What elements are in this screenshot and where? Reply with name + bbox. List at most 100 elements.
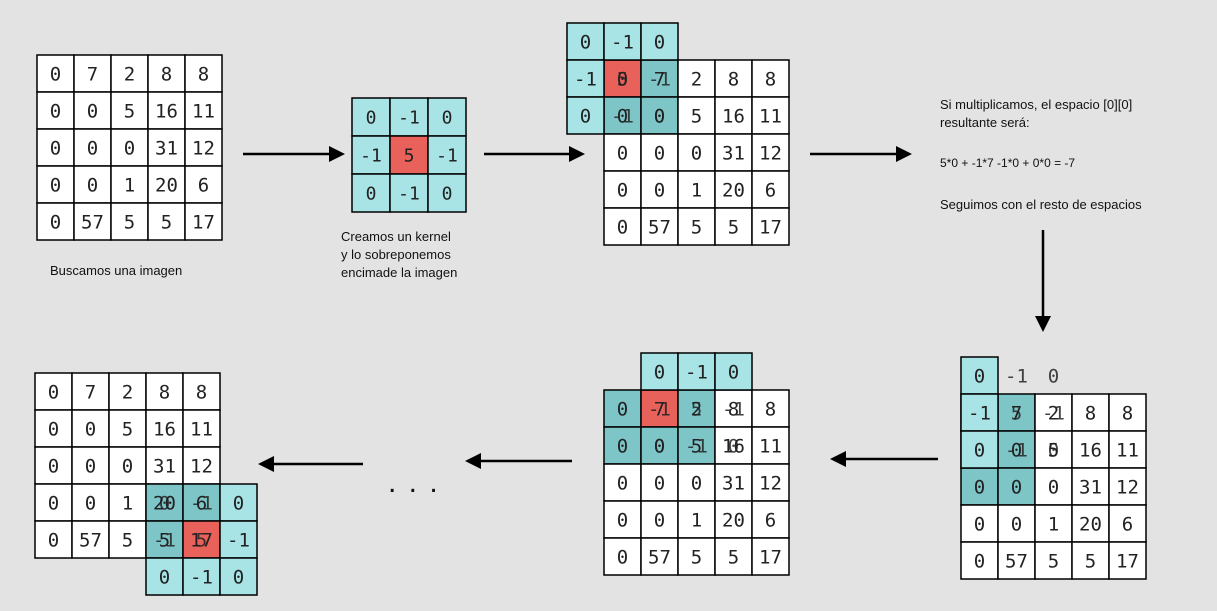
kernel-cell: -1	[574, 68, 597, 90]
matrix-cell: 20	[153, 492, 176, 514]
matrix-cell: 8	[161, 63, 172, 85]
kernel-cell: -1	[398, 183, 420, 204]
kernel-overlay-value: 0	[654, 435, 665, 457]
kernel-cell: -1	[190, 566, 213, 588]
matrix-cell: 5	[1048, 550, 1059, 572]
kernel-overlay-value: -1	[153, 529, 176, 551]
kernel-overlay-value: -1	[190, 492, 213, 514]
matrix-cell-box	[677, 463, 716, 502]
matrix-cell: 0	[1011, 513, 1022, 535]
kernel-cell-box	[182, 557, 221, 596]
kernel-overlay-value: 0	[654, 105, 665, 127]
matrix-cell-box	[108, 409, 147, 448]
matrix-cell: 57	[648, 546, 671, 568]
matrix-cell-box	[640, 426, 679, 465]
matrix-cell: 0	[617, 179, 628, 201]
matrix-cell-box	[1108, 393, 1147, 432]
matrix-cell-box	[751, 170, 790, 209]
matrix-cell: 12	[759, 142, 782, 164]
matrix-cell-box	[997, 504, 1036, 543]
matrix-cell-box	[603, 426, 642, 465]
matrix-cell: 0	[617, 216, 628, 238]
matrix-cell: 0	[48, 492, 59, 514]
matrix-cell: 7	[654, 68, 665, 90]
matrix-cell-box	[997, 430, 1036, 469]
matrix-cell-box	[145, 520, 184, 559]
matrix-cell: 5	[124, 100, 135, 122]
matrix-cell: 1	[124, 174, 135, 196]
matrix-cell: 11	[192, 100, 215, 122]
matrix-cell: 0	[1048, 476, 1059, 498]
matrix-cell: 0	[50, 174, 61, 196]
matrix-cell: 8	[728, 68, 739, 90]
matrix-cell: 16	[1079, 439, 1102, 461]
matrix-cell: 16	[722, 105, 745, 127]
arrow-5	[830, 451, 938, 467]
matrix-cell-box	[182, 372, 221, 411]
matrix-cell-box	[73, 165, 112, 204]
matrix-cell: 8	[1122, 402, 1133, 424]
matrix-cell-box	[36, 202, 75, 241]
matrix-cell: 0	[617, 509, 628, 531]
matrix-cell: 1	[691, 179, 702, 201]
matrix-cell: 2	[1048, 402, 1059, 424]
kernel-cell: -1	[227, 529, 250, 551]
matrix-cell: 57	[648, 216, 671, 238]
matrix-cell-box	[640, 170, 679, 209]
matrix-cell: 12	[192, 137, 215, 159]
kernel-cell: 5	[404, 145, 415, 166]
matrix-cell-box	[73, 202, 112, 241]
matrix-cell: 57	[1005, 550, 1028, 572]
matrix-cell: 0	[617, 398, 628, 420]
matrix-cell-box	[1108, 541, 1147, 580]
kernel-cell: 0	[233, 566, 244, 588]
matrix-cell: 16	[155, 100, 178, 122]
matrix-cell: 6	[196, 492, 207, 514]
kernel-cell-box	[566, 59, 605, 98]
kernel-cell: -1	[685, 361, 708, 383]
matrix-cell: 0	[48, 455, 59, 477]
matrix-cell: 5	[161, 211, 172, 233]
matrix-cell: 0	[50, 100, 61, 122]
kernel-overlay-value: 0	[728, 435, 739, 457]
matrix-cell: 31	[722, 142, 745, 164]
explanation-line2: resultante será:	[940, 115, 1030, 130]
matrix-cell-box	[184, 202, 223, 241]
matrix-cell: 0	[617, 105, 628, 127]
kernel-cell: 0	[974, 439, 985, 461]
matrix-cell: 5	[159, 529, 170, 551]
matrix-cell: 11	[1116, 439, 1139, 461]
matrix-cell-box	[751, 59, 790, 98]
kernel-cell-box	[640, 22, 679, 61]
matrix-cell: 0	[87, 137, 98, 159]
matrix-cell: 6	[1122, 513, 1133, 535]
matrix-cell: 5	[691, 546, 702, 568]
matrix-cell-box	[1108, 504, 1147, 543]
matrix-cell: 5	[728, 546, 739, 568]
matrix-cell: 2	[124, 63, 135, 85]
matrix-cell: 11	[759, 435, 782, 457]
kernel-cell: 0	[233, 492, 244, 514]
matrix-cell: 0	[617, 68, 628, 90]
kernel-cell-box	[960, 393, 999, 432]
arrow-2	[484, 146, 585, 162]
kernel-cell: 0	[974, 365, 985, 387]
matrix-cell: 0	[691, 472, 702, 494]
matrix-cell-box	[751, 463, 790, 502]
kernel-cell: -1	[436, 145, 458, 166]
matrix-cell-box	[677, 426, 716, 465]
kernel-cell-box	[389, 97, 429, 137]
matrix-cell: 0	[50, 137, 61, 159]
step2-caption-line2: y lo sobreponemos	[341, 247, 451, 262]
matrix-cell: 2	[122, 381, 133, 403]
kernel-cell-box	[714, 352, 753, 391]
kernel-overlay-value: -1	[722, 398, 745, 420]
matrix-cell: 0	[617, 546, 628, 568]
matrix-cell-box	[34, 372, 73, 411]
kernel-cell-box	[960, 356, 999, 395]
matrix-cell: 0	[85, 492, 96, 514]
matrix-cell: 0	[617, 435, 628, 457]
matrix-cell: 17	[192, 211, 215, 233]
